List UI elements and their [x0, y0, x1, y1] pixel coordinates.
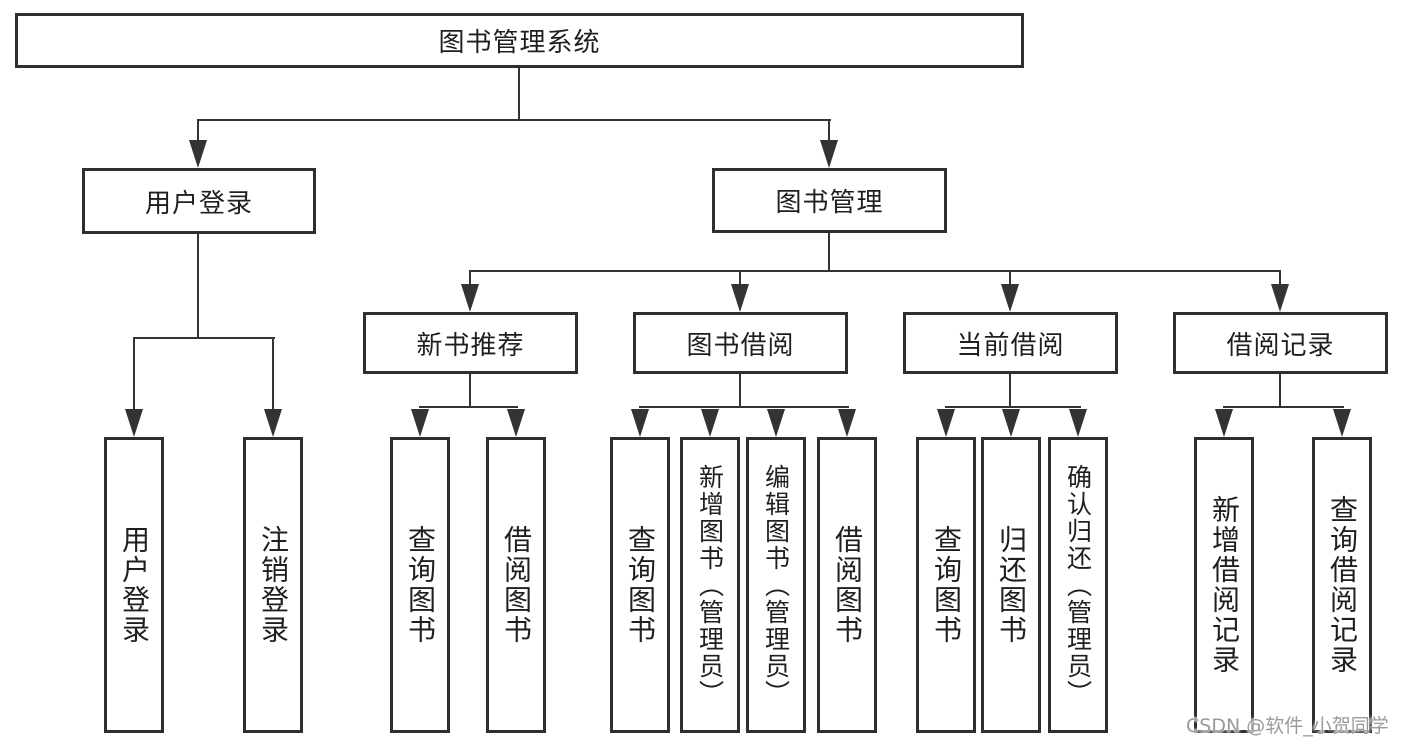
leaf-add-book-admin: 新增图书（管理员）: [680, 437, 740, 733]
leaf-query-books-2: 查询图书: [610, 437, 670, 733]
node-new-book-recommend-label: 新书推荐: [416, 330, 525, 361]
leaf-query-books-1: 查询图书: [390, 437, 450, 733]
arrow-down-to-borrow-records: [1271, 284, 1289, 312]
arrow-down-to-leaf-query3: [937, 409, 955, 437]
node-user-login: 用户登录: [82, 168, 316, 234]
arrow-down-to-leaf-add-book: [701, 409, 719, 437]
leaf-borrow-books-1-label: 借阅图书: [500, 525, 533, 645]
leaf-logout-label: 注销登录: [257, 525, 290, 645]
leaf-confirm-return-admin: 确认归还（管理员）: [1048, 437, 1108, 733]
arrow-down-to-leaf-borrow2: [838, 409, 856, 437]
leaf-borrow-books-1: 借阅图书: [486, 437, 546, 733]
leaf-edit-book-admin-label: 编辑图书（管理员）: [761, 463, 791, 707]
arrow-down-to-leaf-edit-book: [767, 409, 785, 437]
arrow-down-to-leaf-add-record: [1215, 409, 1233, 437]
csdn-watermark: CSDN @软件_小贺同学: [1186, 715, 1389, 737]
connector-book-mgmt-trunk: [828, 233, 830, 272]
node-current-borrow-label: 当前借阅: [956, 330, 1065, 361]
connector-new-book-rec-span: [419, 406, 518, 408]
leaf-add-borrow-record: 新增借阅记录: [1194, 437, 1254, 733]
arrow-down-to-leaf-confirm-return: [1069, 409, 1087, 437]
connector-book-borrow-trunk: [739, 374, 741, 407]
leaf-query-books-1-label: 查询图书: [404, 525, 437, 645]
arrow-down-to-book-mgmt: [820, 140, 838, 168]
leaf-add-borrow-record-label: 新增借阅记录: [1208, 495, 1241, 675]
arrow-down-to-leaf-query1: [411, 409, 429, 437]
leaf-user-login-label: 用户登录: [118, 525, 151, 645]
connector-stub-book-borrow: [739, 270, 741, 287]
arrow-down-to-leaf-logout: [264, 409, 282, 437]
connector-stub-new-book-rec: [469, 270, 471, 287]
node-user-login-label: 用户登录: [144, 188, 253, 219]
connector-borrow-records-trunk: [1279, 374, 1281, 407]
node-book-borrow: 图书借阅: [633, 312, 848, 374]
connector-stub-book-mgmt: [828, 119, 830, 143]
leaf-return-book-label: 归还图书: [995, 525, 1028, 645]
node-root-label: 图书管理系统: [438, 28, 601, 58]
leaf-query-borrow-record-label: 查询借阅记录: [1326, 495, 1359, 675]
connector-user-login-span: [133, 337, 275, 339]
connector-borrow-records-span: [1223, 406, 1344, 408]
leaf-logout: 注销登录: [243, 437, 303, 733]
connector-stub-leaf-logout: [272, 337, 274, 411]
connector-new-book-rec-trunk: [469, 374, 471, 407]
leaf-query-books-3: 查询图书: [916, 437, 976, 733]
connector-stub-current-borrow: [1009, 270, 1011, 287]
node-borrow-records-label: 借阅记录: [1226, 330, 1335, 361]
leaf-user-login: 用户登录: [104, 437, 164, 733]
arrow-down-to-new-book-rec: [461, 284, 479, 312]
node-borrow-records: 借阅记录: [1173, 312, 1388, 374]
arrow-down-to-current-borrow: [1001, 284, 1019, 312]
node-book-borrow-label: 图书借阅: [686, 330, 795, 361]
arrow-down-to-leaf-borrow1: [507, 409, 525, 437]
connector-root-span: [197, 119, 831, 121]
connector-book-borrow-span: [639, 406, 849, 408]
node-book-management-label: 图书管理: [775, 188, 884, 218]
arrow-down-to-leaf-query-record: [1333, 409, 1351, 437]
node-root-library-system: 图书管理系统: [15, 13, 1024, 68]
leaf-edit-book-admin: 编辑图书（管理员）: [746, 437, 806, 733]
leaf-query-borrow-record: 查询借阅记录: [1312, 437, 1372, 733]
leaf-return-book: 归还图书: [981, 437, 1041, 733]
leaf-query-books-3-label: 查询图书: [930, 525, 963, 645]
leaf-add-book-admin-label: 新增图书（管理员）: [695, 463, 725, 707]
connector-stub-user-login: [197, 119, 199, 143]
leaf-borrow-books-2-label: 借阅图书: [831, 525, 864, 645]
node-current-borrow: 当前借阅: [903, 312, 1118, 374]
connector-current-borrow-trunk: [1009, 374, 1011, 407]
arrow-down-to-book-borrow: [731, 284, 749, 312]
leaf-query-books-2-label: 查询图书: [624, 525, 657, 645]
node-new-book-recommend: 新书推荐: [363, 312, 578, 374]
leaf-confirm-return-admin-label: 确认归还（管理员）: [1063, 463, 1093, 707]
arrow-down-to-leaf-query2: [631, 409, 649, 437]
arrow-down-to-user-login: [189, 140, 207, 168]
connector-stub-borrow-records: [1279, 270, 1281, 287]
leaf-borrow-books-2: 借阅图书: [817, 437, 877, 733]
connector-current-borrow-span: [945, 406, 1081, 408]
arrow-down-to-leaf-return: [1002, 409, 1020, 437]
connector-stub-leaf-login: [133, 337, 135, 411]
arrow-down-to-leaf-login: [125, 409, 143, 437]
connector-level3-span: [469, 270, 1281, 272]
connector-user-login-trunk: [197, 234, 199, 338]
connector-root-trunk: [518, 68, 520, 120]
node-book-management: 图书管理: [712, 168, 947, 233]
